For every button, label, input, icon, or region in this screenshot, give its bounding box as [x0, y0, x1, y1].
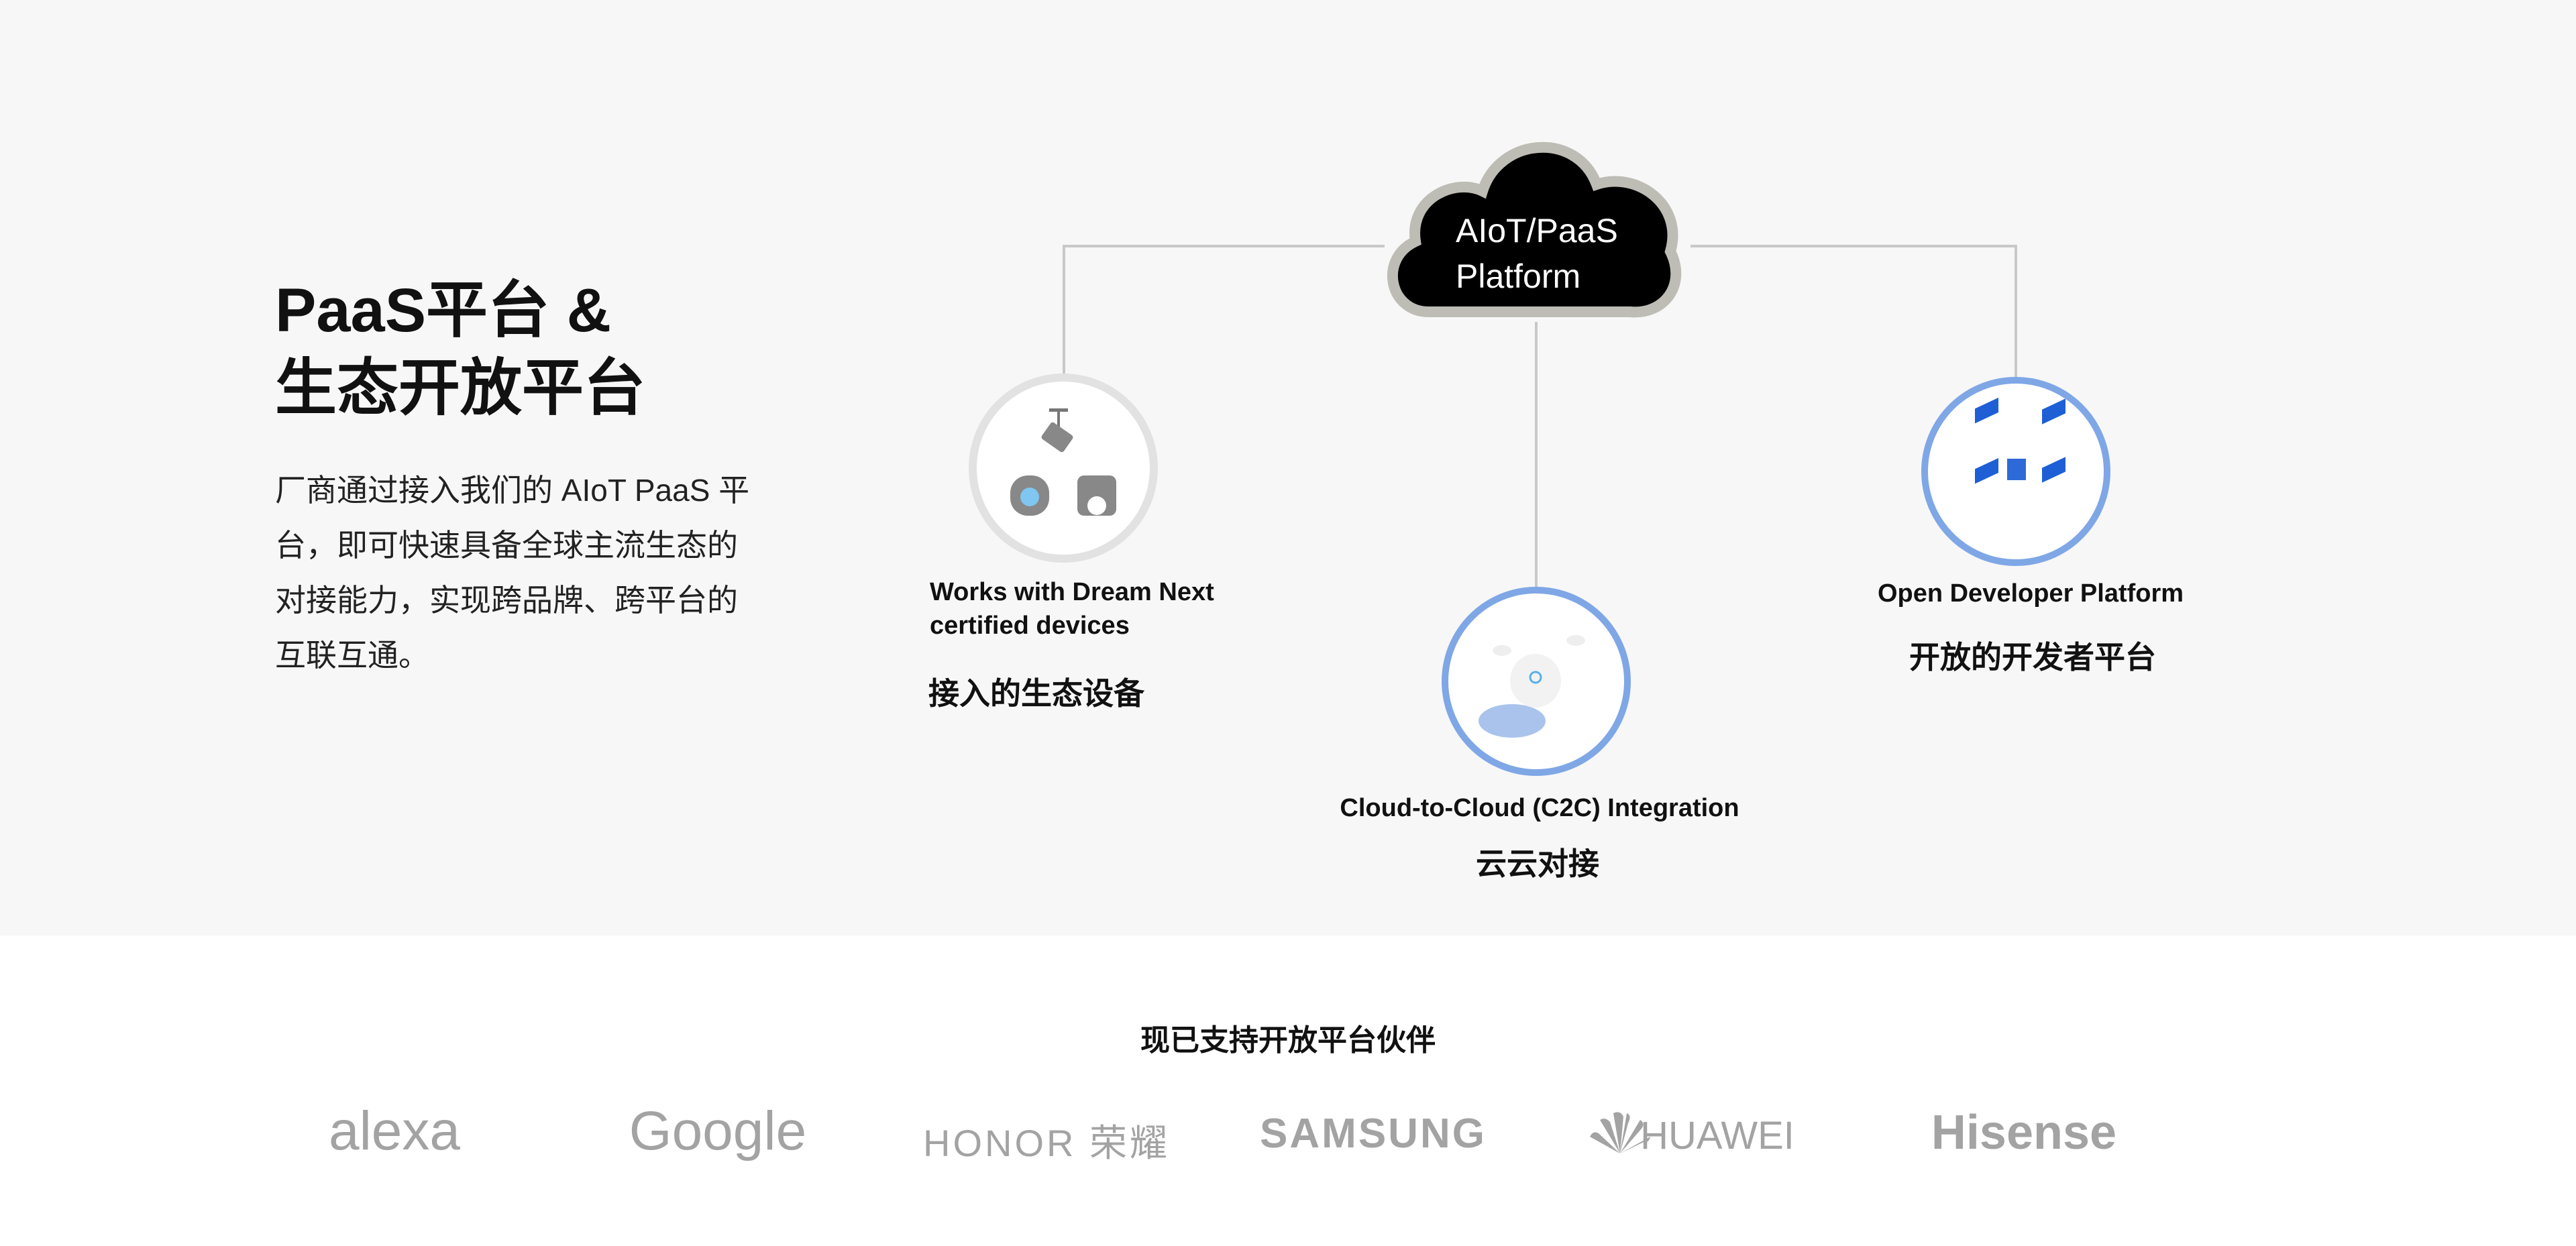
hub-label-line-1: AIoT/PaaS	[1456, 212, 1618, 249]
devices-label-line-1: Works with Dream Next	[930, 578, 1214, 606]
c2c-circle	[1442, 587, 1631, 776]
developer-label-cn: 开放的开发者平台	[1909, 640, 2156, 675]
alexa-logo: alexa	[328, 1100, 461, 1162]
developer-label-en: Open Developer Platform	[1877, 579, 2184, 608]
connector-line	[1063, 245, 1385, 247]
huawei-petals-icon	[1590, 1112, 1650, 1153]
hub-label-line-2: Platform	[1456, 258, 1581, 295]
smart-devices-icon	[1010, 408, 1116, 516]
huawei-logo: HUAWEI	[1640, 1114, 1794, 1157]
partners-title: 现已支持开放平台伙伴	[1140, 1024, 1436, 1057]
developer-circle	[1921, 377, 2110, 566]
devices-label-cn: 接入的生态设备	[928, 676, 1144, 711]
devices-label-line-2: certified devices	[930, 612, 1130, 640]
cloud-to-cloud-icon	[1479, 635, 1585, 738]
devices-circle	[969, 374, 1158, 563]
devices-label-en: Works with Dream Next certified devices	[930, 575, 1214, 642]
honor-logo: HONOR 荣耀	[923, 1122, 1170, 1164]
title-line-1: PaaS平台 &	[275, 276, 612, 345]
c2c-label-cn: 云云对接	[1476, 846, 1599, 881]
google-logo: Google	[629, 1100, 807, 1162]
hero-description: 厂商通过接入我们的 AIoT PaaS 平台，即可快速具备全球主流生态的对接能力…	[275, 473, 750, 673]
connector-line	[2015, 245, 2017, 379]
title-line-2: 生态开放平台	[275, 354, 646, 422]
samsung-logo: SAMSUNG	[1260, 1111, 1487, 1157]
c2c-label-en: Cloud-to-Cloud (C2C) Integration	[1340, 794, 1739, 822]
platform-section	[0, 0, 2576, 936]
cloud-hub-icon	[1387, 141, 1682, 318]
connector-line	[1535, 322, 1538, 590]
connector-line	[1690, 245, 2017, 247]
hub-label: AIoT/PaaS Platform	[1456, 208, 1618, 299]
developer-network-icon	[1975, 398, 2065, 484]
connector-line	[1063, 245, 1065, 376]
page-title: PaaS平台 & 生态开放平台	[275, 272, 645, 427]
hisense-logo: Hisense	[1931, 1106, 2117, 1159]
